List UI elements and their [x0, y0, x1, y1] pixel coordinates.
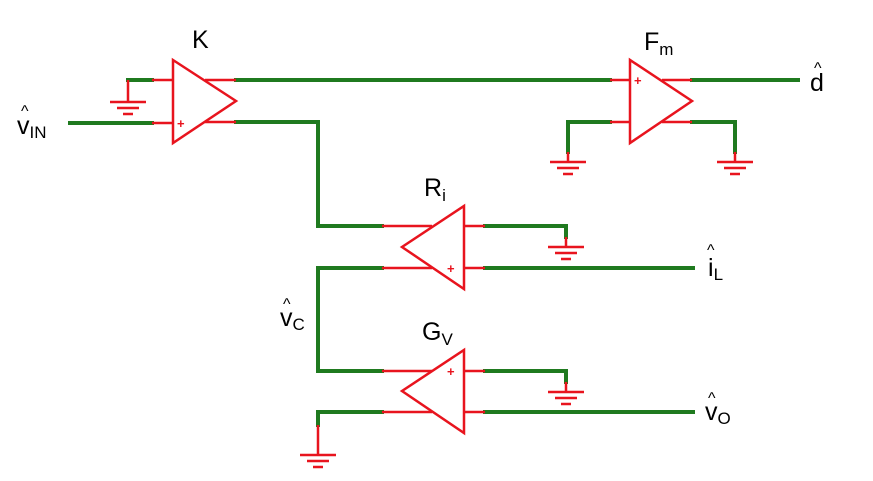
signal-vo-hat: ^ [708, 390, 716, 407]
amplifier-gv-plus: + [447, 364, 455, 379]
wire-gv-left-ground [316, 410, 384, 427]
amplifier-k-plus: + [177, 116, 185, 131]
signal-vo: ^ vO [705, 390, 731, 428]
wire-vc-node [316, 266, 384, 373]
amplifier-fm: + Fm [610, 28, 695, 146]
signal-il-hat: ^ [707, 242, 715, 259]
amplifier-ri-body [399, 203, 466, 292]
wires [68, 78, 800, 427]
amplifier-ri: + Ri [382, 174, 485, 292]
signal-vc-hat: ^ [283, 296, 291, 313]
wire-k-to-ri [234, 120, 384, 228]
ground-icon [300, 425, 336, 469]
signal-il-label: iL [708, 254, 723, 284]
ground-icon [550, 152, 586, 176]
amplifier-k-body [171, 57, 239, 146]
ground-icon [110, 80, 146, 116]
ground-icon [548, 382, 584, 406]
amplifier-k-label: K [192, 26, 209, 54]
signal-d-hat: ^ [814, 60, 822, 77]
wire-ri-to-ground [483, 224, 568, 239]
ground-icon [548, 237, 584, 261]
signal-vin: ^ vIN [17, 103, 47, 142]
amplifier-gv-body [399, 347, 466, 436]
amplifier-k: + K [152, 26, 239, 146]
signal-d-label: d [810, 69, 824, 97]
wire-gv-to-ground [483, 369, 568, 384]
wire-fm-right-ground [690, 120, 737, 154]
ground-gv-left [300, 425, 336, 469]
signal-d: ^ d [810, 60, 824, 97]
signal-vin-label: vIN [17, 112, 47, 142]
amplifier-gv: + GV [382, 318, 485, 436]
amplifier-fm-label: Fm [644, 28, 673, 59]
amplifier-fm-body [628, 57, 695, 146]
amplifier-gv-label: GV [422, 318, 453, 349]
wire-fm-left-ground [566, 120, 612, 154]
amplifier-fm-plus: + [634, 73, 642, 88]
ground-icon [717, 152, 753, 176]
signal-vo-label: vO [705, 398, 731, 428]
ground-gv [548, 382, 584, 406]
signal-vc-label: vC [280, 304, 305, 334]
signal-vc: ^ vC [280, 296, 305, 334]
ground-k [110, 80, 146, 116]
amplifier-ri-label: Ri [424, 174, 446, 205]
signal-vin-hat: ^ [21, 103, 29, 120]
ground-ri [548, 237, 584, 261]
amplifier-ri-plus: + [447, 261, 455, 276]
signal-il: ^ iL [707, 242, 723, 284]
ground-fm-left [550, 152, 586, 176]
ground-fm-right [717, 152, 753, 176]
